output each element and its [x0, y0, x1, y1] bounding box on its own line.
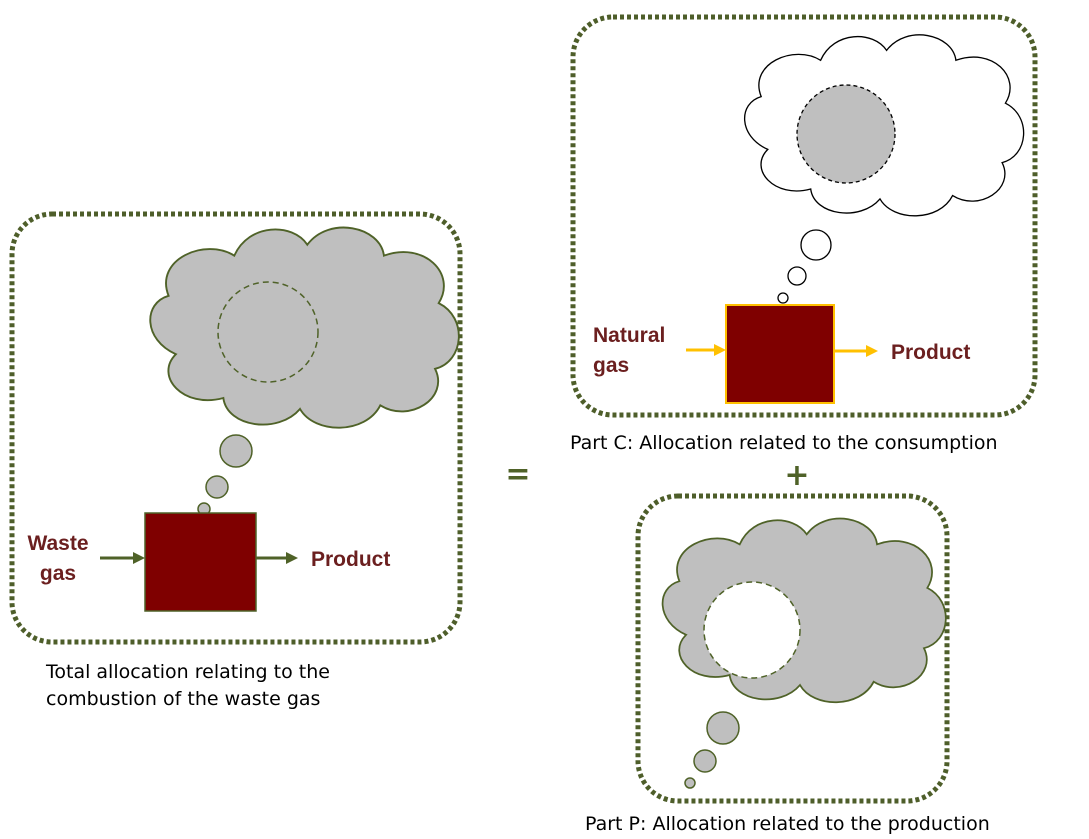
part-p-cloud — [661, 517, 947, 704]
part-p-thought-bubble-large — [706, 711, 740, 745]
part-c-caption: Part C: Allocation related to the consum… — [570, 432, 998, 454]
part-c-panel: Natural gas Product Part C: Allocation r… — [570, 14, 1038, 454]
total-cloud — [149, 226, 460, 429]
total-input-label-line2: gas — [40, 562, 76, 585]
total-inner-circle — [217, 281, 319, 383]
equals-sign: = — [505, 457, 530, 492]
total-allocation-panel: Waste gas Product Total allocation relat… — [9, 211, 463, 710]
total-caption-line1: Total allocation relating to the — [45, 661, 330, 683]
part-p-panel: Part P: Allocation related to the produc… — [585, 493, 990, 835]
total-output-label: Product — [311, 548, 390, 571]
part-p-inner-circle — [703, 581, 801, 679]
part-c-process-box — [725, 304, 835, 404]
total-panel-frame — [9, 211, 463, 645]
total-thought-bubble-large — [219, 434, 253, 468]
total-caption-line2: combustion of the waste gas — [46, 688, 320, 710]
total-output-arrow — [256, 552, 298, 564]
part-c-thought-bubble-large — [800, 229, 832, 261]
part-c-input-label-line2: gas — [593, 354, 629, 377]
part-c-input-arrow — [686, 344, 726, 356]
plus-sign: + — [784, 458, 809, 493]
total-input-arrow — [100, 552, 145, 564]
part-c-thought-bubble-medium — [787, 266, 807, 286]
total-input-label-line1: Waste — [27, 532, 88, 555]
part-c-output-arrow — [834, 345, 878, 357]
part-c-input-label-line1: Natural — [593, 324, 665, 347]
part-p-thought-bubble-small — [684, 777, 696, 789]
part-c-output-label: Product — [891, 341, 970, 364]
part-c-inner-circle — [796, 84, 896, 184]
total-process-box — [144, 512, 257, 612]
part-p-caption: Part P: Allocation related to the produc… — [585, 813, 990, 835]
part-p-panel-frame — [635, 493, 950, 804]
part-c-thought-bubble-small — [777, 292, 789, 304]
part-p-thought-bubble-medium — [693, 749, 717, 773]
total-thought-bubble-medium — [205, 475, 229, 499]
part-c-panel-frame — [570, 14, 1038, 418]
